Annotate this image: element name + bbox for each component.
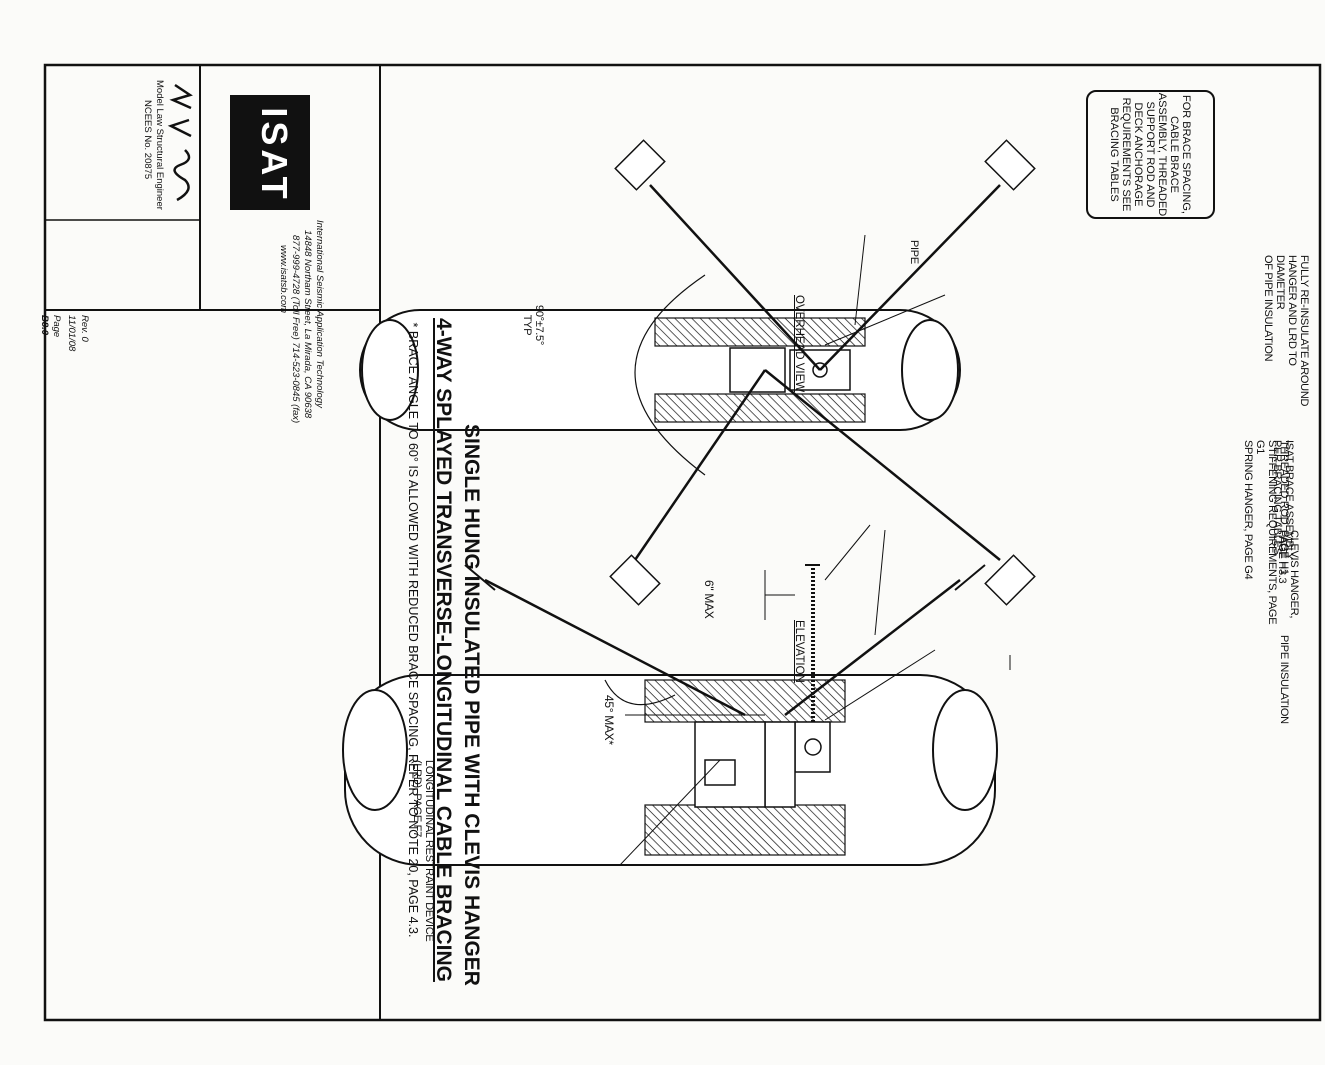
revision: Rev. 0 <box>79 315 90 342</box>
company-website: www.isatsb.com <box>278 245 289 314</box>
page-label: Page <box>51 315 62 338</box>
engineer-number: NCEES No. 20875 <box>142 100 153 180</box>
rotated-drawing: FOR BRACE SPACING, CABLE BRACE ASSEMBLY,… <box>39 60 1325 1025</box>
title-line-1: SINGLE HUNG INSULATED PIPE WITH CLEVIS H… <box>460 424 483 986</box>
logo-text: ISAT <box>254 107 295 203</box>
title-line-2: 4-WAY SPLAYED TRANSVERSE-LONGITUDINAL CA… <box>432 318 455 982</box>
pipe-label: PIPE <box>908 240 920 264</box>
overhead-view-drawing <box>359 139 1036 606</box>
company-phone: 877-999-4728 (Toll Free) 714-523-0845 (f… <box>290 235 301 424</box>
revision-date: 11/01/08 <box>66 315 77 352</box>
angle-90-label: 90°±7.5° TYP <box>521 305 545 345</box>
sheet-border <box>43 63 1322 1022</box>
company-address: 14848 Northam Street, La Mirada, CA 9063… <box>302 230 313 419</box>
pipe-insulation-label: PIPE INSULATION <box>1278 635 1290 724</box>
overhead-view-title: OVERHEAD VIEW <box>793 295 805 393</box>
brace-angle-note: * BRACE ANGLE TO 60° IS ALLOWED WITH RED… <box>406 322 420 938</box>
page-number: B8.0 <box>39 315 50 336</box>
drawing-svg <box>43 63 1322 1022</box>
bracing-note-box: FOR BRACE SPACING, CABLE BRACE ASSEMBLY,… <box>1086 90 1215 219</box>
clevis-hanger-label: CLEVIS HANGER, PAGE H3.3 <box>1276 530 1300 619</box>
elevation-title: ELEVATION <box>793 620 805 683</box>
elevation-drawing <box>342 524 1011 866</box>
company-name: International Seismic Application Techno… <box>314 220 325 408</box>
reinsulate-label: FULLY RE-INSULATE AROUND HANGER AND LRD … <box>1262 255 1310 407</box>
engineer-signature <box>167 83 193 202</box>
45-max-label: 45° MAX* <box>602 695 616 745</box>
engineer-title: Model Law Structural Engineer <box>154 80 165 210</box>
six-inch-max-label: 6" MAX <box>702 580 716 619</box>
